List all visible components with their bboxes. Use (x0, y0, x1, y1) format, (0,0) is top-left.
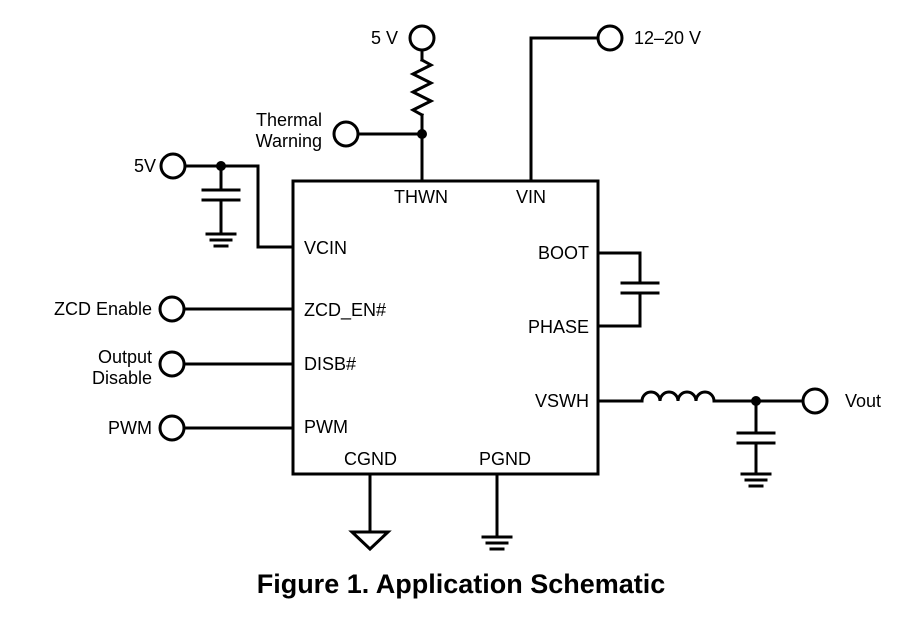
pin-pgnd-label: PGND (479, 449, 531, 469)
vcin-5v-terminal (159, 152, 187, 180)
boot-wire (596, 251, 642, 285)
thermal-warning-label-line1: Thermal (256, 110, 322, 130)
pwm-terminal (158, 414, 186, 442)
pullup-5v-label: 5 V (371, 28, 398, 48)
output-disable-label-line2: Disable (92, 368, 152, 388)
output-disable-terminal (158, 350, 186, 378)
pin-disb-label: DISB# (304, 354, 356, 374)
vin-supply-label: 12–20 V (634, 28, 701, 48)
pwm-input-label: PWM (108, 418, 152, 438)
vout-terminal (801, 387, 829, 415)
pin-vswh-label: VSWH (535, 391, 589, 411)
pin-zcd-en-label: ZCD_EN# (304, 300, 386, 321)
zcd-enable-label: ZCD Enable (54, 299, 152, 319)
output-inductor (640, 390, 716, 403)
pin-thwn-label: THWN (394, 187, 448, 207)
thermal-warning-label-line2: Warning (256, 131, 322, 151)
output-disable-label-line1: Output (98, 347, 152, 367)
vout-ground-symbol (740, 472, 772, 488)
pin-phase-label: PHASE (528, 317, 589, 337)
pin-boot-label: BOOT (538, 243, 589, 263)
vcin-5v-label: 5V (134, 156, 156, 176)
pin-pwm-label: PWM (304, 417, 348, 437)
vcin-wire (183, 164, 295, 249)
pin-cgnd-label: CGND (344, 449, 397, 469)
pin-vcin-label: VCIN (304, 238, 347, 258)
vin-supply-terminal (596, 24, 624, 52)
vcin-ground-symbol (205, 232, 237, 248)
zcd-enable-terminal (158, 295, 186, 323)
pullup-resistor (409, 57, 435, 118)
thermal-warning-terminal (332, 120, 360, 148)
cgnd-ground-symbol (348, 530, 392, 552)
pgnd-ground-symbol (481, 535, 513, 551)
phase-wire (596, 291, 642, 328)
vin-wire (529, 36, 600, 183)
vout-label: Vout (845, 391, 881, 411)
pin-vin-label: VIN (516, 187, 546, 207)
pullup-5v-terminal (408, 24, 436, 52)
figure-caption: Figure 1. Application Schematic (257, 569, 666, 599)
